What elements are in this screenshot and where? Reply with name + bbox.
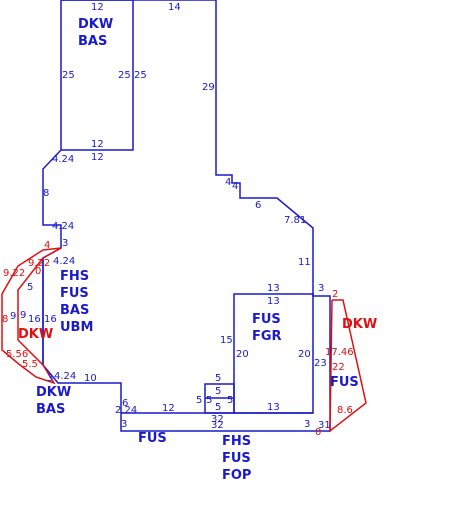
dimension-label: 6 xyxy=(122,398,128,409)
dimension-label: 4.24 xyxy=(52,154,74,165)
dimension-label: 14 xyxy=(168,2,181,13)
dimension-label: 23 xyxy=(314,358,327,369)
red-outline xyxy=(1,247,367,433)
area-line: FUS xyxy=(252,312,281,327)
dimension-label: 5 xyxy=(206,395,212,406)
dimension-label: 17.46 xyxy=(325,347,354,358)
dimension-label: 0 xyxy=(35,266,41,277)
area-line: FHS xyxy=(60,269,89,284)
dimension-label: 9 xyxy=(20,310,26,321)
dimension-label: 16 xyxy=(28,314,41,325)
dimension-label: 5 xyxy=(196,395,202,406)
dimension-label: 5 xyxy=(27,282,33,293)
area-label: DKW xyxy=(18,327,53,342)
dimension-label: 9 xyxy=(10,311,16,322)
dimension-label: 12 xyxy=(91,139,104,150)
dimension-label: 12 xyxy=(91,2,104,13)
dimension-label: 25 xyxy=(62,70,75,81)
dimension-label: 9.22 xyxy=(28,258,50,269)
dimension-label: 12 xyxy=(162,403,175,414)
dimension-label: 4 xyxy=(225,177,231,188)
dimension-label: 12 xyxy=(91,152,104,163)
dimension-label: 3 xyxy=(47,373,53,384)
dimension-label: 9.22 xyxy=(3,268,25,279)
dimension-label: 3 xyxy=(318,283,324,294)
area-line: FUS xyxy=(60,286,89,301)
dimension-label: 7.81 xyxy=(284,215,306,226)
dimension-label: 5.56 xyxy=(6,349,28,360)
top-left-room xyxy=(61,0,134,151)
dimension-label: 5 xyxy=(215,402,221,413)
area-line: DKW xyxy=(36,385,71,400)
dimension-label: 4 xyxy=(44,240,50,251)
dimension-label: 29 xyxy=(202,82,215,93)
dimension-label: 0 xyxy=(315,427,321,438)
area-line: DKW xyxy=(18,327,53,342)
area-label: FUS FGR xyxy=(252,312,282,344)
area-line: UBM xyxy=(60,320,93,335)
dimension-label: 6 xyxy=(255,200,261,211)
dimension-label: 4.24 xyxy=(54,371,76,382)
dimension-label: 5 xyxy=(227,395,233,406)
dimension-label: 3 xyxy=(121,419,127,430)
dimension-label: 5 xyxy=(215,373,221,384)
right-red-area xyxy=(329,299,367,433)
area-label: FUS xyxy=(138,431,167,446)
area-line: BAS xyxy=(60,303,89,318)
dimension-label: 20 xyxy=(298,349,311,360)
left-red-area xyxy=(1,247,62,385)
dimension-label: 13 xyxy=(267,283,280,294)
dimension-label: 8.6 xyxy=(337,405,353,416)
area-line: BAS xyxy=(78,34,107,49)
area-line: FHS xyxy=(222,434,251,449)
area-label: DKW xyxy=(342,317,377,332)
dimension-label: 13 xyxy=(267,296,280,307)
dimension-label: 11 xyxy=(298,257,311,268)
dimension-label: 15 xyxy=(220,335,233,346)
dimension-label: 2 xyxy=(332,289,338,300)
dimension-label: 13 xyxy=(267,402,280,413)
dimension-label: 8 xyxy=(2,314,8,325)
area-label: FUS xyxy=(330,375,359,390)
dimension-label: 3 xyxy=(304,419,310,430)
dimension-label: 5.5 xyxy=(22,359,38,370)
dimension-label: 32 xyxy=(211,420,224,431)
area-line: FUS xyxy=(330,375,359,390)
area-label: DKW BAS xyxy=(78,17,113,49)
dimension-label: 32 xyxy=(211,414,224,425)
dimension-label: 8 xyxy=(43,188,49,199)
area-labels: DKW BAS FHS FUS BAS UBM DKW DKW BAS FUS FHS FU… xyxy=(18,17,377,483)
area-line: DKW xyxy=(342,317,377,332)
dimension-label: 16 xyxy=(44,314,57,325)
area-line: FOP xyxy=(222,468,251,483)
dimension-label: 25 xyxy=(118,70,131,81)
dimension-label: 4 xyxy=(232,181,238,192)
area-line: FGR xyxy=(252,329,282,344)
area-label: FHS FUS BAS UBM xyxy=(60,269,93,335)
dimension-label: 3 xyxy=(62,238,68,249)
dimension-label: 31 xyxy=(318,420,331,431)
small-room xyxy=(204,383,235,414)
dimension-label: 22 xyxy=(332,362,345,373)
dimension-label: 25 xyxy=(134,70,147,81)
dimension-label: 5 xyxy=(215,386,221,397)
area-line: FUS xyxy=(138,431,167,446)
dimension-label: 2.24 xyxy=(115,405,137,416)
area-line: DKW xyxy=(78,17,113,32)
dimension-label: 4.24 xyxy=(52,221,74,232)
area-line: FUS xyxy=(222,451,251,466)
area-label: FHS FUS FOP xyxy=(222,434,251,483)
area-label: DKW BAS xyxy=(36,385,71,417)
dimension-label: 20 xyxy=(236,349,249,360)
area-line: BAS xyxy=(36,402,65,417)
dimension-labels: 12 14 25 25 25 29 12 12 4.24 8 4 4 6 7.8… xyxy=(2,2,354,438)
dimension-label: 4.24 xyxy=(53,256,75,267)
dimension-label: 10 xyxy=(84,373,97,384)
